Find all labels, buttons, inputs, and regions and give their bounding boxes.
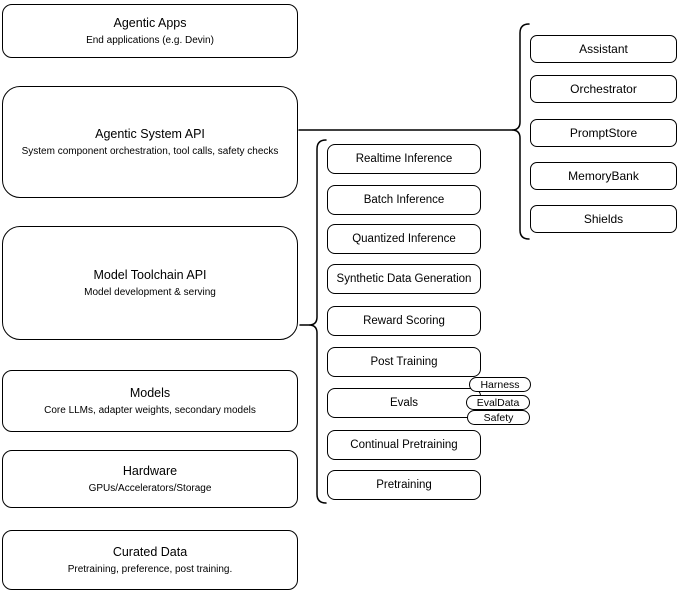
layer-title: Models xyxy=(129,386,171,400)
layer-title: Agentic Apps xyxy=(113,16,187,30)
layer-title: Agentic System API xyxy=(95,127,205,141)
layer-model-toolchain-api: Model Toolchain API Model development & … xyxy=(2,226,298,340)
tag-label: Safety xyxy=(483,411,514,424)
service-label: Realtime Inference xyxy=(355,153,453,165)
layer-curated-data: Curated Data Pretraining, preference, po… xyxy=(2,530,298,590)
component-assistant: Assistant xyxy=(530,35,677,63)
layer-title: Curated Data xyxy=(112,545,188,559)
component-shields: Shields xyxy=(530,205,677,233)
service-label: Reward Scoring xyxy=(363,315,445,327)
components-brace xyxy=(511,23,530,240)
layer-title: Model Toolchain API xyxy=(93,268,207,282)
evals-tag-safety: Safety xyxy=(467,410,530,425)
service-label: Quantized Inference xyxy=(352,233,456,245)
service-batch-inference: Batch Inference xyxy=(327,185,481,215)
tag-label: Harness xyxy=(480,378,520,391)
service-label: Pretraining xyxy=(376,479,432,491)
component-label: Orchestrator xyxy=(570,82,637,96)
service-evals: Evals xyxy=(327,388,481,418)
service-label: Synthetic Data Generation xyxy=(336,273,472,285)
layer-agentic-apps: Agentic Apps End applications (e.g. Devi… xyxy=(2,4,298,58)
service-label: Continual Pretraining xyxy=(350,439,458,451)
evals-tag-evaldata: EvalData xyxy=(466,395,530,410)
layer-subtitle: Pretraining, preference, post training. xyxy=(67,564,233,575)
component-label: PromptStore xyxy=(569,126,638,140)
tag-label: EvalData xyxy=(476,396,520,409)
service-pretraining: Pretraining xyxy=(327,470,481,500)
service-reward-scoring: Reward Scoring xyxy=(327,306,481,336)
component-label: Assistant xyxy=(579,42,628,56)
component-promptstore: PromptStore xyxy=(530,119,677,147)
layer-subtitle: System component orchestration, tool cal… xyxy=(21,146,279,157)
service-continual-pretraining: Continual Pretraining xyxy=(327,430,481,460)
service-realtime-inference: Realtime Inference xyxy=(327,144,481,174)
component-label: Shields xyxy=(583,212,624,226)
service-label: Evals xyxy=(389,397,419,409)
component-memorybank: MemoryBank xyxy=(530,162,677,190)
service-label: Batch Inference xyxy=(363,194,445,206)
layer-title: Hardware xyxy=(122,464,178,478)
layer-subtitle: Core LLMs, adapter weights, secondary mo… xyxy=(44,405,256,416)
service-post-training: Post Training xyxy=(327,347,481,377)
component-label: MemoryBank xyxy=(568,169,639,183)
service-quantized-inference: Quantized Inference xyxy=(327,224,481,254)
layer-subtitle: Model development & serving xyxy=(84,287,216,298)
service-synthetic-data-generation: Synthetic Data Generation xyxy=(327,264,481,294)
layer-models: Models Core LLMs, adapter weights, secon… xyxy=(2,370,298,432)
layer-agentic-system-api: Agentic System API System component orch… xyxy=(2,86,298,198)
layer-hardware: Hardware GPUs/Accelerators/Storage xyxy=(2,450,298,508)
evals-tag-harness: Harness xyxy=(469,377,531,392)
component-orchestrator: Orchestrator xyxy=(530,75,677,103)
services-brace xyxy=(308,139,327,504)
service-label: Post Training xyxy=(370,356,438,368)
layer-subtitle: End applications (e.g. Devin) xyxy=(86,35,214,46)
layer-subtitle: GPUs/Accelerators/Storage xyxy=(88,483,212,494)
